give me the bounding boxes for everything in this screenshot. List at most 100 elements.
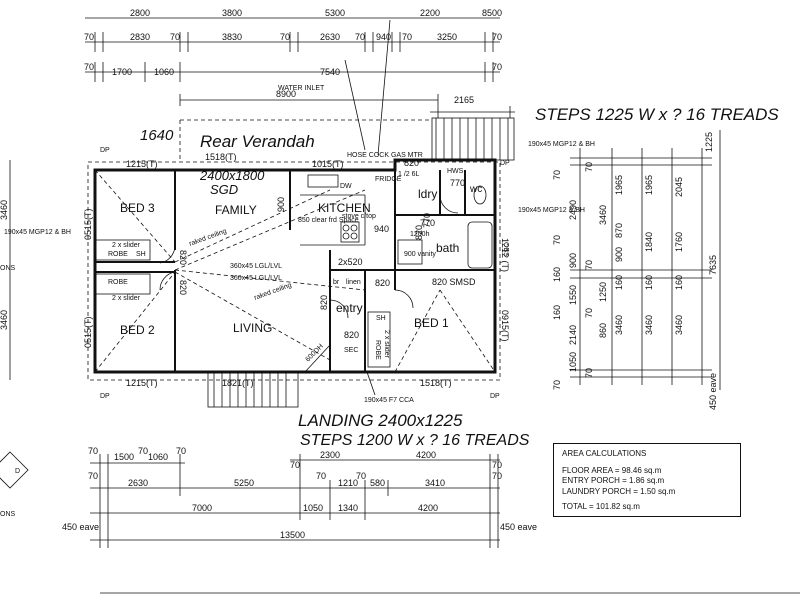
- door-top-770: 770: [450, 178, 465, 188]
- area-title: AREA CALCULATIONS: [562, 449, 647, 458]
- top-dim-940: 940: [376, 32, 391, 42]
- door-bath: 820: [414, 225, 424, 240]
- note-shower: 1200h: [410, 231, 430, 238]
- door-family: 900: [276, 197, 286, 212]
- bottom-dim-7000: 7000: [192, 503, 212, 513]
- robe-bed3: ROBE: [108, 251, 128, 258]
- right-c4-3460: 3460: [644, 315, 654, 335]
- label-obs: OBS: [502, 242, 509, 257]
- bottom-dim-4200-top: 4200: [416, 450, 436, 460]
- room-ldry: ldry: [418, 187, 437, 201]
- note-vanity: 900 vanity: [404, 251, 436, 258]
- shelf-2: SH: [376, 315, 386, 322]
- right-c2-1250: 1250: [598, 282, 608, 302]
- beam-left: 190x45 MGP12 & BH: [4, 229, 71, 236]
- right-c5-160: 160: [674, 275, 684, 290]
- door-bed3: 820: [178, 250, 188, 265]
- door-smsd: 820 SMSD: [432, 277, 476, 287]
- note-clear-space: 850 clear frd Space: [298, 217, 359, 224]
- right-c5-1760: 1760: [674, 232, 684, 252]
- top-dim-2630: 2630: [320, 32, 340, 42]
- note-beam-1: 360x45 LGL/LVL: [230, 263, 282, 270]
- note-hws: HWS: [447, 168, 464, 175]
- right-c3-160: 160: [614, 275, 624, 290]
- bottom-gap-r1-2: 70: [138, 446, 148, 456]
- note-linen: linen: [346, 279, 361, 286]
- door-2x520: 2x520: [338, 257, 363, 267]
- top-gap-5: 70: [402, 32, 412, 42]
- beam-right-1: 190x45 MGP12 & BH: [528, 141, 595, 148]
- right-c4-160: 160: [644, 275, 654, 290]
- right-c1-gap-1: 70: [552, 170, 562, 180]
- right-c1-gap-4: 160: [552, 305, 562, 320]
- note-rear-verandah: Rear Verandah: [200, 132, 315, 151]
- d-symbol-label: D: [15, 468, 20, 475]
- note-landing: LANDING 2400x1225: [298, 411, 463, 430]
- top-cut-1: 2800: [130, 8, 150, 18]
- right-c2-gap-3: 70: [584, 308, 594, 318]
- window-top-left: 1215(T): [126, 159, 158, 169]
- note-water-inlet: WATER INLET: [278, 85, 325, 92]
- note-ons: ONS: [0, 511, 16, 518]
- bottom-dim-1060: 1060: [148, 452, 168, 462]
- window-bottom-mid: 1821(T): [222, 378, 254, 388]
- bottom-dim-1050: 1050: [303, 503, 323, 513]
- room-living: LIVING: [233, 321, 272, 335]
- window-top-kitchen: 1015(T): [312, 159, 344, 169]
- note-raked-1: raked ceiling: [188, 228, 227, 248]
- bottom-dim-1340: 1340: [338, 503, 358, 513]
- slider-bed1: 2 x slider: [383, 330, 390, 359]
- slider-bed2: 2 x slider: [112, 295, 141, 302]
- right-c1-gap-2: 70: [552, 235, 562, 245]
- top-dim-1060: 1060: [154, 67, 174, 77]
- right-c3-870: 870: [614, 223, 624, 238]
- note-br: br: [333, 279, 340, 286]
- door-ldry: 770: [422, 213, 432, 228]
- right-c5-3460: 3460: [674, 315, 684, 335]
- area-total: TOTAL = 101.82 sq.m: [562, 502, 640, 511]
- right-c1-gap-5: 70: [552, 380, 562, 390]
- left-dimensions: 3460 3460: [0, 160, 11, 380]
- right-c4-1965: 1965: [644, 175, 654, 195]
- shelf-1: SH: [136, 251, 146, 258]
- right-c2-gap-4: 70: [584, 368, 594, 378]
- right-c1-2140: 2140: [568, 325, 578, 345]
- right-c3-1965: 1965: [614, 175, 624, 195]
- room-labels: BED 3 FAMILY KITCHEN ldry wc bath BED 2 …: [120, 184, 482, 337]
- top-cut-4: 2200: [420, 8, 440, 18]
- bottom-eave-right: 450 eave: [500, 522, 537, 532]
- left-dim-upper: 3460: [0, 200, 9, 220]
- top-gap-6: 70: [492, 32, 502, 42]
- top-dimensions: 2800 3800 5300 2200 8500 70 2830 70 3830…: [84, 8, 515, 118]
- right-c2-3460: 3460: [598, 205, 608, 225]
- dp-bottom-right: DP: [490, 393, 500, 400]
- bottom-dim-2300: 2300: [320, 450, 340, 460]
- note-sec: SEC: [344, 347, 358, 354]
- top-gap-r1-2: 70: [492, 62, 502, 72]
- bottom-eave-left: 450 eave: [62, 522, 99, 532]
- area-calculations-box: AREA CALCULATIONS FLOOR AREA = 98.46 sq.…: [553, 443, 741, 517]
- top-dim-7540: 7540: [320, 67, 340, 77]
- top-gap-2: 70: [170, 32, 180, 42]
- note-fridge: FRIDGE: [375, 176, 402, 183]
- bottom-gap-r2-4: 70: [492, 471, 502, 481]
- right-top-1225: 1225: [704, 132, 714, 152]
- bottom-gap-r1-3: 70: [176, 446, 186, 456]
- house-walls: [87, 158, 501, 408]
- bottom-dim-1500: 1500: [114, 452, 134, 462]
- note-tiles: 1 /2 6L: [398, 171, 420, 178]
- room-family: FAMILY: [215, 203, 257, 217]
- room-bed3: BED 3: [120, 201, 155, 215]
- note-1640: 1640: [140, 127, 174, 144]
- room-bed1: BED 1: [414, 316, 449, 330]
- bottom-dim-4200: 4200: [418, 503, 438, 513]
- right-c2-gap-1: 70: [584, 162, 594, 172]
- bottom-gap-r2-3: 70: [356, 471, 366, 481]
- door-bed2: 820: [178, 280, 188, 295]
- bottom-gap-r1-1: 70: [88, 446, 98, 456]
- top-dim-2165: 2165: [454, 95, 474, 105]
- bottom-gap-r2-1: 70: [88, 471, 98, 481]
- bottom-gap-r0-1: 70: [290, 460, 300, 470]
- right-c4-1840: 1840: [644, 232, 654, 252]
- robe-bed1: ROBE: [374, 340, 381, 360]
